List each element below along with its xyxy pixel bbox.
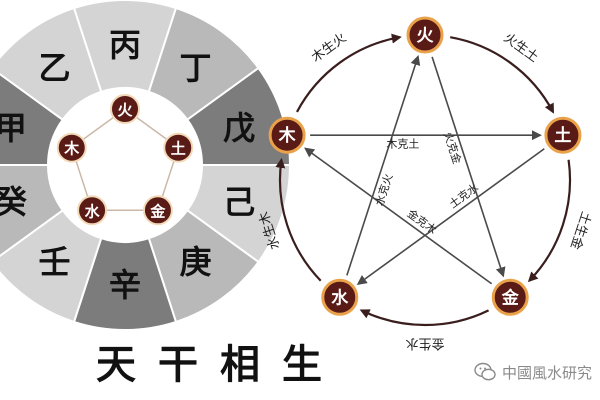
stem-label: 庚 [180,243,212,281]
element-badge [77,195,108,226]
watermark-text: 中國風水研究 [502,363,593,382]
element-badge [142,195,173,226]
element-badge-label: 土 [171,140,186,158]
control-arrow [356,148,545,285]
element-node [406,16,444,54]
stem-label: 乙 [38,49,70,87]
generation-label: 土生金 [567,209,594,251]
stem-label: 丁 [180,49,212,87]
control-arrow [346,54,421,276]
element-badge [110,94,140,124]
element-node [268,116,306,154]
element-node-label: 火 [417,26,435,46]
element-node-label: 金 [501,287,520,308]
generation-arcs [275,33,572,327]
generation-arc [449,36,554,114]
element-node-label: 水 [331,287,349,308]
control-arrow [304,147,493,285]
watermark: 中國風水研究 [474,358,600,386]
element-badge-label: 金 [149,202,166,220]
element-badge-label: 火 [117,101,133,119]
element-badge [56,132,87,163]
element-node [321,278,359,316]
wechat-icon [474,362,496,381]
stem-label: 丙 [109,26,141,64]
inner-element-badges: 火土金 水 木 [56,94,194,226]
control-label: 金克木 [405,206,440,237]
generation-label: 金生水 [405,336,444,352]
element-node [491,278,529,316]
stem-label: 癸 [0,183,28,221]
generation-arc [296,33,402,113]
diagram-caption: 天干相生 [96,342,344,388]
element-nodes: 火土金 水 木 [268,16,582,316]
stem-label: 辛 [109,266,141,304]
stem-label: 戊 [223,109,255,147]
control-star-arrows [304,54,545,285]
stem-label: 己 [223,183,255,221]
element-node [544,116,582,154]
element-node-label: 木 [278,125,297,146]
element-badge-label: 水 [85,202,101,220]
element-node-label: 土 [554,125,571,146]
control-arrow [431,56,506,278]
stem-label: 壬 [38,243,70,281]
generation-arc [275,157,322,282]
control-label: 水克火 [373,172,396,207]
generation-arc [359,309,490,327]
element-badge-label: 木 [63,140,80,158]
control-label: 木克土 [386,138,419,151]
element-badge [163,132,194,163]
generation-arc [527,159,572,283]
stem-label: 甲 [0,109,27,147]
